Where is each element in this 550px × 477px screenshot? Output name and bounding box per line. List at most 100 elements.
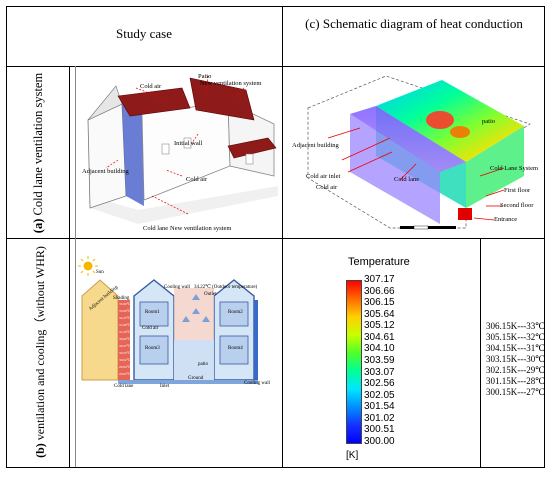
colorbar-tick-label: 300.00	[364, 436, 395, 447]
section-inlet: Inlet	[160, 384, 170, 389]
section-room3: Room3	[145, 346, 160, 351]
lane-temp: 30.27℃	[119, 344, 131, 348]
adjacent-building	[87, 103, 127, 209]
row-b-label: (b) ventilation and cooling（without WHR)	[31, 227, 51, 477]
colorbar-tick-label: 304.61	[364, 331, 395, 343]
row-b-inner-frame	[75, 238, 76, 467]
cfd-adjacent-building: Adjacent building	[292, 142, 339, 149]
section-outdoor-temp: 34.22℃ (Outdoor temperature)	[194, 285, 258, 290]
roof-left	[117, 87, 191, 117]
table-left-border	[6, 6, 7, 468]
cfd-3d-view	[307, 75, 531, 230]
cfd-cold-lane-volume	[350, 106, 466, 172]
table-right-border	[544, 6, 545, 468]
colorbar-unit: [K]	[346, 450, 359, 461]
cfd-cold-lane: Cold lane	[394, 176, 420, 183]
house-cold-air-mid: Cold air	[186, 176, 208, 183]
lane-temp: 29.65℃	[119, 372, 131, 376]
row-b-text: ventilation and cooling（without WHR)	[33, 246, 47, 441]
colorbar-tick-label: 305.64	[364, 308, 395, 320]
colorbar-gradient	[346, 280, 362, 444]
house-cold-lane: Cold lane	[143, 225, 169, 232]
cfd-cold-air: Cold air	[316, 184, 338, 191]
colorbar-tick-label: 302.05	[364, 389, 395, 401]
section-lane-temperatures: 33.60℃ 33.00℃ 32.25℃ 31.80℃ 31.20℃ 30.64…	[119, 301, 133, 378]
cfd-first-floor: First floor	[504, 187, 531, 194]
section-cold-lane: Cold lane	[114, 384, 134, 389]
colorbar-tick-label: 303.59	[364, 355, 395, 366]
center-column-border	[282, 6, 283, 468]
section-cold-air: Cold air	[142, 326, 159, 331]
colorbar-tick-label: 301.54	[364, 401, 395, 413]
cfd-cold-air-inlet: Cold air inlet	[306, 173, 341, 180]
table-bottom-border	[6, 467, 544, 468]
colorbar-tick-label: 300.51	[364, 424, 395, 436]
colorbar-tick-label: 301.02	[364, 412, 395, 424]
colorbar-tick-label: 303.07	[364, 366, 395, 378]
lane-temp: 29.84℃	[119, 365, 131, 369]
lane-temp: 30.64℃	[119, 337, 131, 341]
section-shading: Shading	[113, 296, 130, 301]
lane-temp: 33.60℃	[119, 302, 131, 306]
lane-temp: 31.80℃	[119, 323, 131, 327]
section-cooling-wall-bottom: Cooling wall	[244, 381, 270, 386]
section-room1: Room1	[145, 310, 160, 315]
section-sun-label: Sun	[96, 270, 104, 275]
colorbar-title: Temperature	[348, 256, 410, 268]
section-diagram	[78, 256, 258, 384]
house-new-ventilation-system-bottom: New ventilation system	[170, 225, 232, 232]
section-cooling-wall-top: Cooling wall	[164, 285, 190, 290]
lane-temp: 33.00℃	[119, 309, 131, 313]
header-study-case: Study case	[116, 26, 172, 41]
conversion-item: 302.15K---29℃	[486, 365, 546, 375]
conversion-item: 303.15K---30℃	[486, 354, 546, 364]
lane-temp: 31.20℃	[119, 330, 131, 334]
colorbar-tick-label: 302.56	[364, 378, 395, 390]
row-a-text: Cold lane ventilation system	[31, 72, 45, 216]
cfd-entrance: Entrance	[494, 216, 518, 223]
section-patio: patio	[198, 362, 208, 367]
section-cold-lane-column	[118, 300, 130, 380]
cold-lane-strip	[122, 104, 144, 206]
table-top-border	[6, 6, 544, 7]
conversion-item: 300.15K---27℃	[486, 387, 546, 397]
label-column-border	[69, 66, 70, 468]
roof-small	[227, 137, 277, 159]
conversion-item: 301.15K---28℃	[486, 376, 546, 386]
conversion-item: 304.15K---31℃	[486, 343, 546, 353]
section-room4: Room4	[228, 346, 243, 351]
conversion-item: 306.15K---33℃	[486, 321, 546, 331]
section-outlet: Outlet	[204, 292, 217, 297]
house-cold-air-top: Cold air	[140, 83, 162, 90]
row-a-inner-frame	[75, 66, 76, 238]
section-ground: Ground	[188, 376, 204, 381]
house-new-ventilation-system: New ventilation system	[200, 80, 262, 87]
lane-temp: 30.02℃	[119, 358, 131, 362]
colorbar-tick-label: 307.17	[364, 274, 395, 285]
cfd-second-floor: Second floor	[500, 202, 534, 209]
sun-icon	[83, 261, 93, 271]
cfd-patio: patio	[482, 118, 495, 125]
row-divider	[6, 238, 544, 239]
roof-right	[189, 77, 255, 121]
temperature-conversion-list: 306.15K---33℃ 305.15K---32℃ 304.15K---31…	[486, 321, 545, 398]
colorbar-tick-label: 304.10	[364, 343, 395, 355]
house-illustration	[87, 75, 278, 224]
row-a-label: (a) Cold lane ventilation system	[31, 60, 49, 246]
section-room2: Room2	[228, 310, 243, 315]
conversion-item: 305.15K---32℃	[486, 332, 546, 342]
house-patio: Patio	[198, 73, 212, 80]
lane-temp: 30.25℃	[119, 351, 131, 355]
header-bottom-border	[6, 66, 544, 67]
conversion-column-border	[480, 238, 481, 468]
colorbar-tick-label: 306.15	[364, 297, 395, 309]
house-initial-wall: Initial wall	[174, 140, 203, 147]
cfd-cold-lane-system: Cold Lane System	[490, 165, 539, 172]
colorbar-tick-label: 306.66	[364, 285, 395, 297]
row-b-letter: (b)	[33, 443, 47, 458]
lane-temp: 32.25℃	[119, 316, 131, 320]
colorbar-tick-label: 305.12	[364, 320, 395, 332]
house-adjacent-building: Adjacent building	[82, 168, 129, 175]
header-schematic-title: (c) Schematic diagram of heat conduction	[305, 16, 523, 31]
